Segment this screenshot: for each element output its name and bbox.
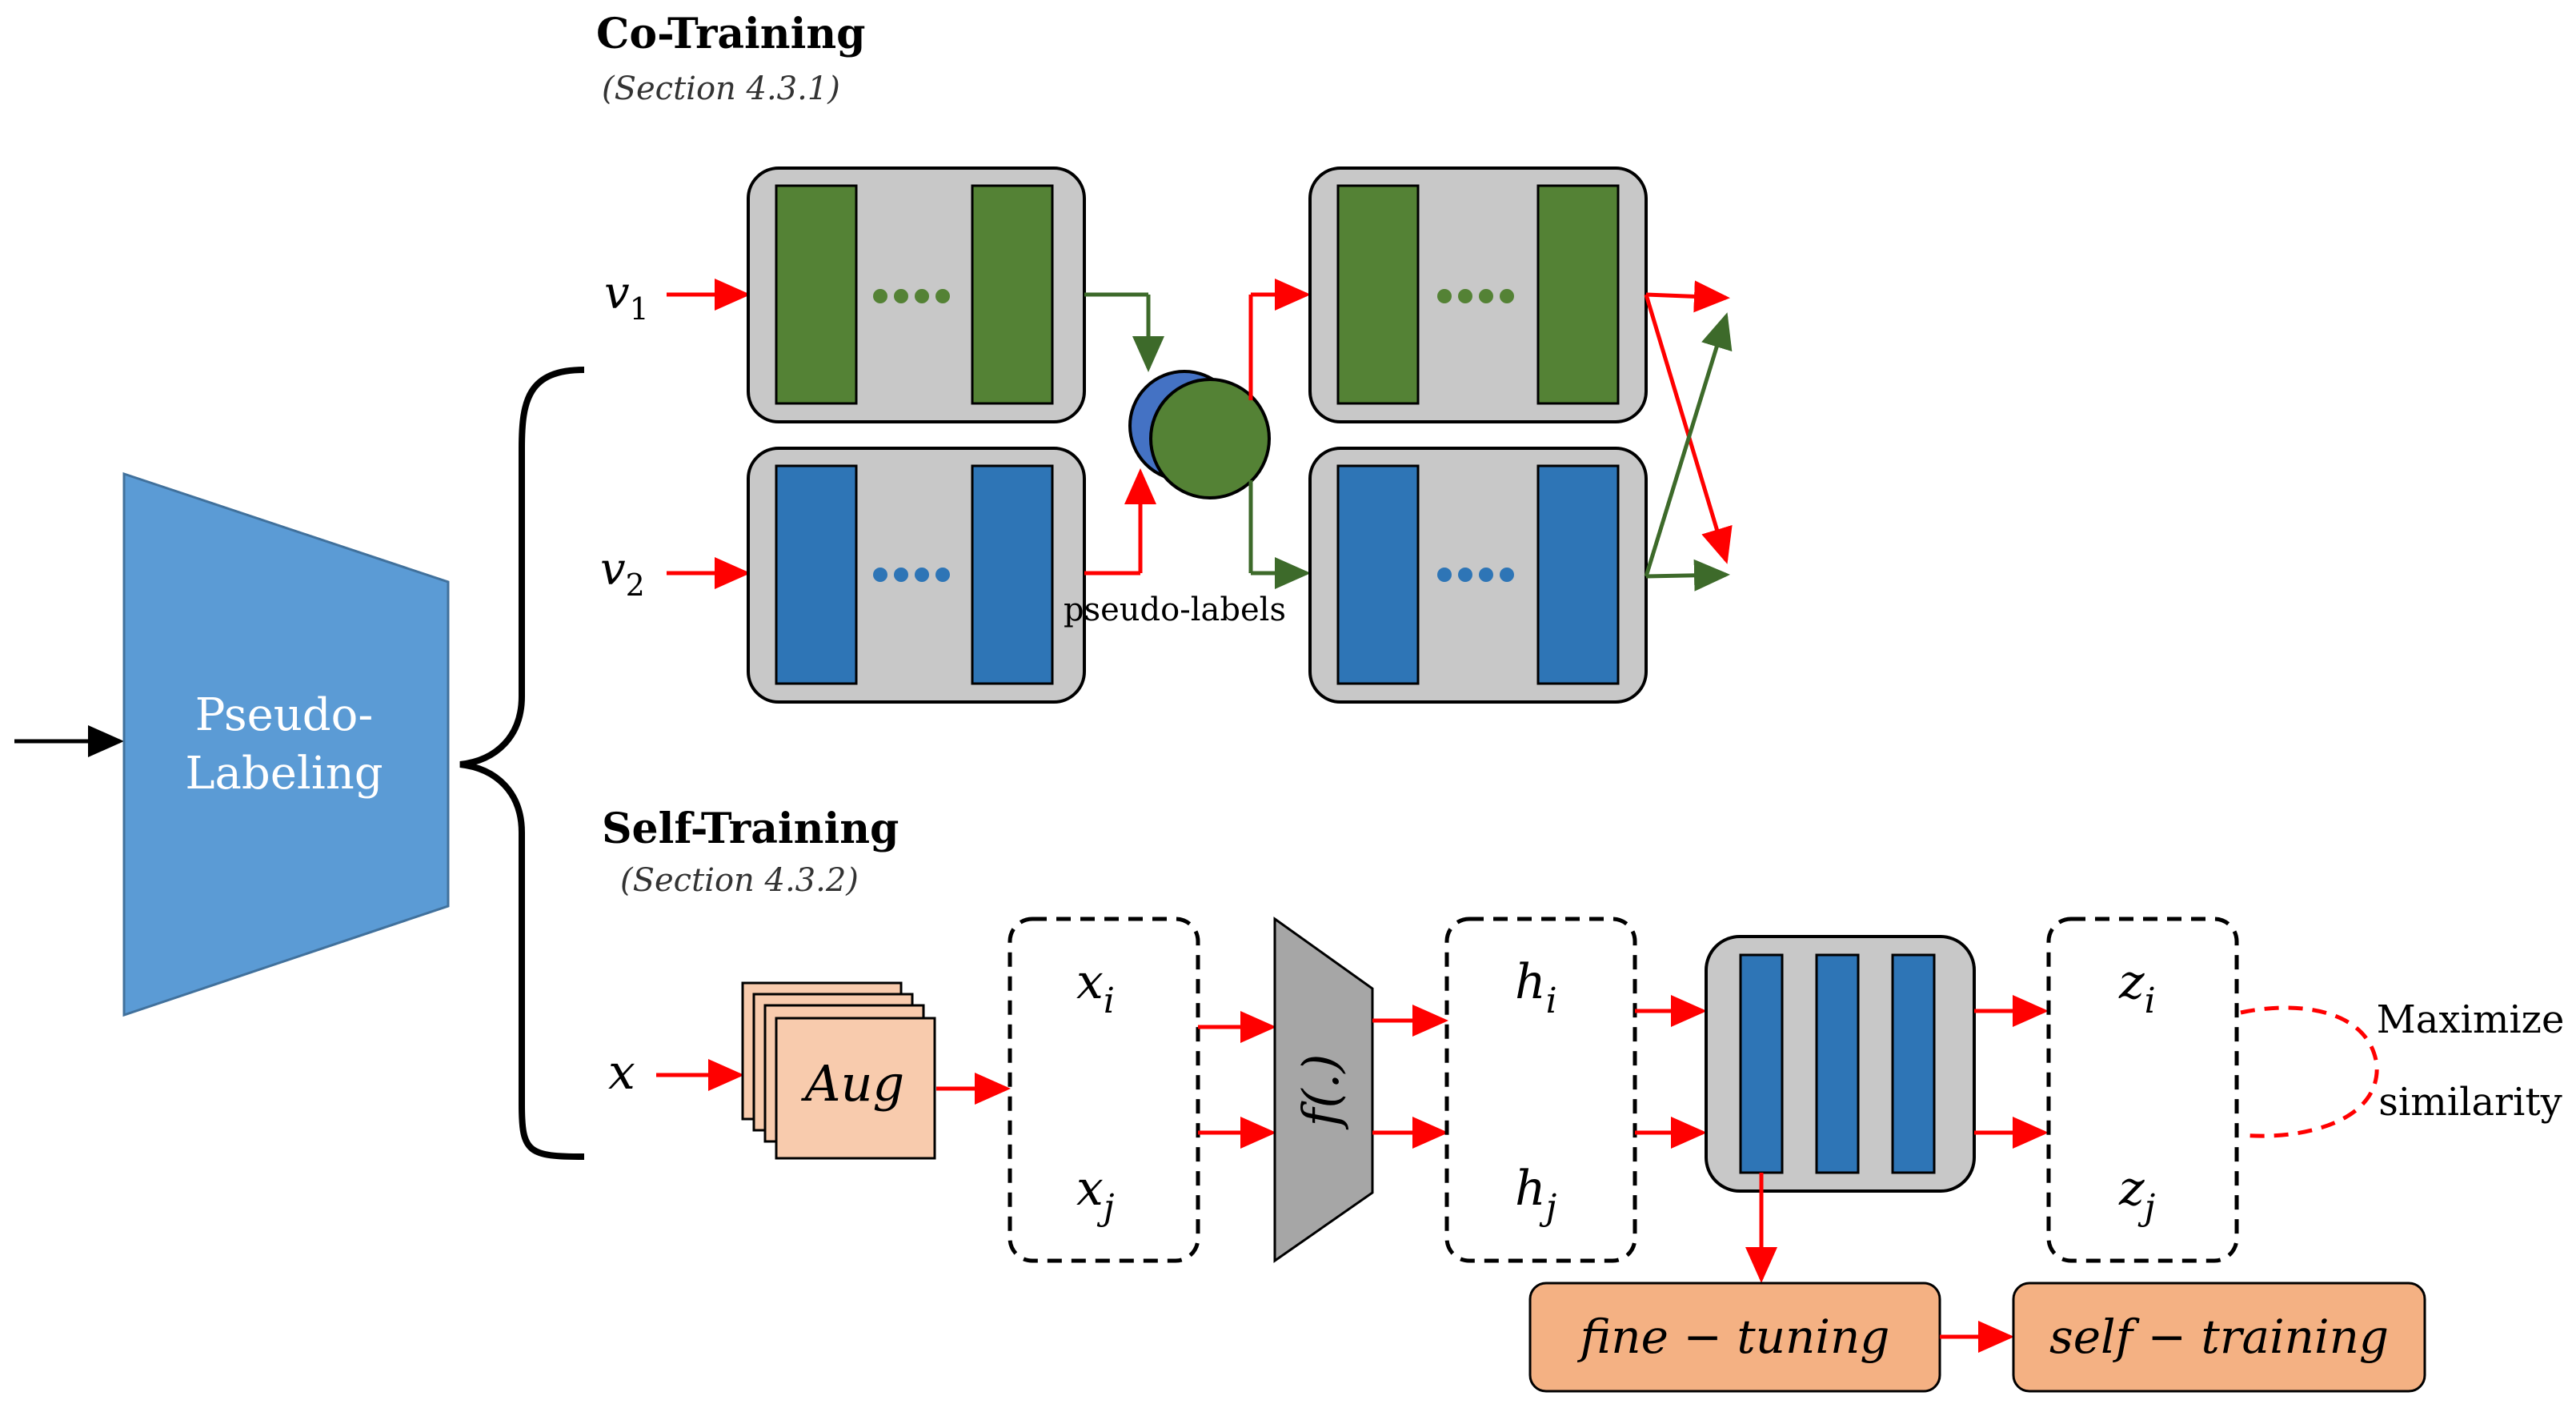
hj-label: hj: [1515, 1161, 1556, 1228]
self-training-section: (Section 4.3.2): [620, 862, 859, 899]
network-2-layer-right: [971, 464, 1054, 685]
network-2-layer-left: [775, 464, 858, 685]
encoder-label: f(.): [1292, 1053, 1350, 1129]
xi-label: xi: [1076, 954, 1115, 1021]
projection-layer-2: [1815, 953, 1860, 1174]
network-3-dots: [1437, 289, 1514, 303]
embeddings-box: [2046, 917, 2239, 1263]
net3-output-arrow: [1645, 280, 1730, 313]
net4-output-arrow: [1645, 559, 1730, 592]
network-4-dots: [1437, 568, 1514, 582]
representations-box: [1444, 917, 1637, 1263]
co-training-title: Co-Training: [596, 10, 866, 58]
zi-label: zi: [2118, 954, 2156, 1021]
x-label: x: [608, 1045, 635, 1101]
network-1-dots: [873, 289, 950, 303]
views-box: [1008, 917, 1200, 1263]
projection-layer-1: [1739, 953, 1784, 1174]
hi-label: hi: [1515, 954, 1557, 1021]
network-3-layer-right: [1536, 184, 1620, 405]
curly-brace: [459, 367, 585, 1160]
network-4-layer-right: [1536, 464, 1620, 685]
network-2-dots: [873, 568, 950, 582]
similarity-arc: [2240, 1005, 2379, 1138]
encoder-block: [1273, 917, 1374, 1263]
network-1-layer-right: [971, 184, 1054, 405]
v2-label: v2: [600, 544, 645, 603]
co-training-section: (Section 4.3.1): [602, 70, 840, 107]
fine-tuning-label: fine − tuning: [1577, 1310, 1890, 1364]
self-training-box: [2012, 1282, 2426, 1393]
net3-cross-arrow: [1644, 294, 1733, 564]
aug-label: Aug: [801, 1054, 904, 1113]
pseudo-labeling-label-line1: Pseudo-: [195, 689, 374, 741]
self-training-title: Self-Training: [602, 804, 899, 853]
maximize-label-line1: Maximize: [2377, 997, 2565, 1042]
v1-label: v1: [604, 267, 649, 327]
self-training-box-label: self − training: [2049, 1310, 2389, 1364]
zj-label: zj: [2118, 1161, 2155, 1228]
net4-cross-arrow: [1644, 312, 1733, 577]
xj-label: xj: [1076, 1161, 1115, 1228]
pseudo-labeling-block: [122, 471, 450, 1017]
maximize-label-line2: similarity: [2378, 1080, 2562, 1125]
pseudo-label-circle-green: [1149, 378, 1271, 499]
pseudo-labels-text: pseudo-labels: [1064, 592, 1286, 628]
pseudo-labeling-label-line2: Labeling: [185, 748, 383, 800]
aug-stack: [741, 981, 936, 1160]
network-3-layer-left: [1336, 184, 1420, 405]
network-4-layer-left: [1336, 464, 1420, 685]
network-1-layer-left: [775, 184, 858, 405]
projection-layer-3: [1891, 953, 1936, 1174]
